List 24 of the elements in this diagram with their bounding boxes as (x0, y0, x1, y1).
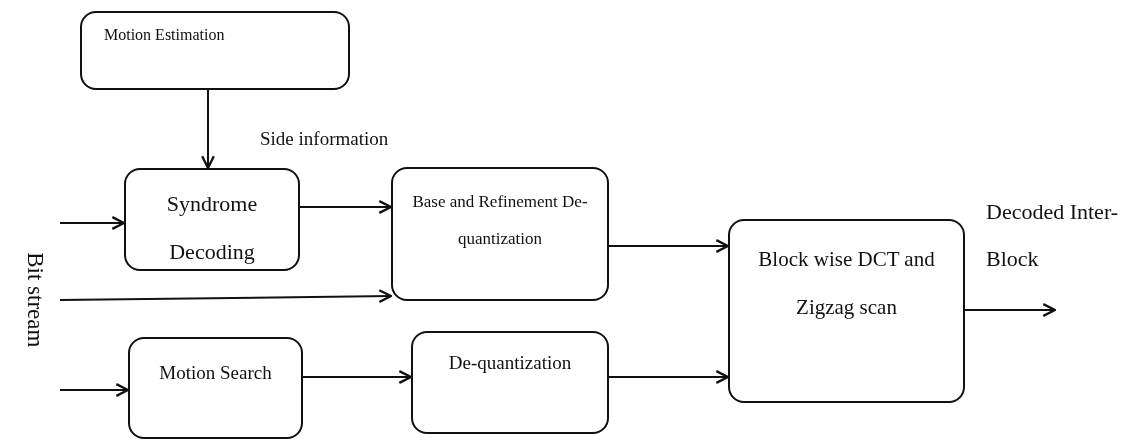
process-box (728, 219, 965, 403)
arrow (59, 216, 126, 230)
arrow (964, 303, 1057, 317)
process-box (128, 337, 303, 439)
process-box (411, 331, 609, 434)
process-box (124, 168, 300, 271)
process-box (391, 167, 609, 301)
box-label: Base and Refinement De-quantization (411, 191, 589, 250)
box-label: Block wise DCT and Zigzag scan (757, 246, 936, 321)
arrow (59, 289, 393, 304)
arrow (59, 383, 130, 397)
arrow (608, 370, 730, 384)
process-box (80, 11, 350, 90)
box-label: Syndrome Decoding (165, 190, 259, 266)
box-label: De-quantization (447, 351, 573, 375)
box-label: Motion Search (158, 361, 273, 385)
arrow (302, 370, 413, 384)
arrow (201, 89, 215, 170)
text-label: Decoded Inter-Block (986, 198, 1120, 273)
text-label: Side information (260, 128, 390, 151)
vertical-label: Bit stream (21, 251, 49, 350)
arrow (608, 239, 730, 253)
arrow (299, 200, 393, 214)
box-label: Motion Estimation (104, 25, 226, 45)
